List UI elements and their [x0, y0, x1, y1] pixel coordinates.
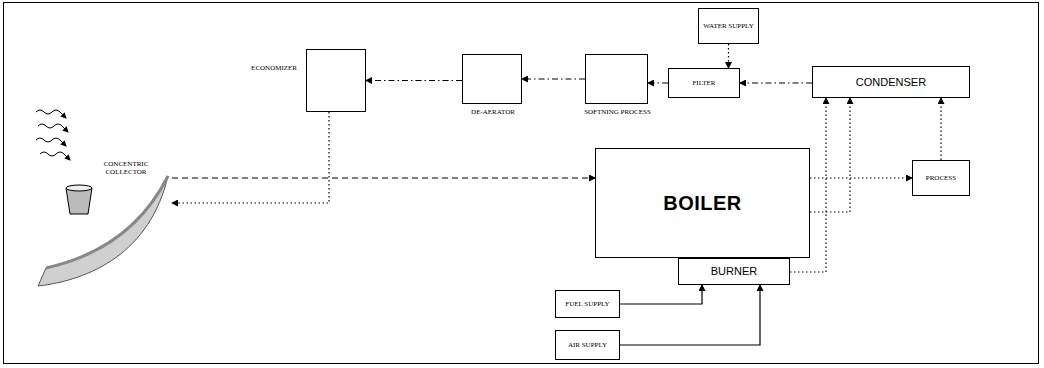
supply-box: AIR SUPPLY — [555, 330, 620, 360]
flow-connector — [810, 177, 912, 178]
node-label: PROCESS — [926, 174, 956, 182]
boiler-box: BOILER — [595, 148, 810, 258]
flow-connector — [940, 98, 941, 160]
economizer-box: ECONOMIZER — [306, 49, 366, 112]
collector-node: CONCENTRIC COLLECTOR — [30, 158, 172, 293]
flow-connector — [366, 80, 462, 81]
node-label: BOILER — [663, 192, 742, 215]
node-label: WATER SUPPLY — [703, 22, 753, 30]
node-label: CONCENTRIC COLLECTOR — [100, 160, 152, 176]
deaerator-box: DE-AERATOR — [462, 54, 522, 104]
flow-connector — [728, 44, 729, 68]
node-label: AIR SUPPLY — [568, 341, 607, 349]
node-label: FUEL SUPPLY — [565, 300, 609, 308]
softening-box: SOFTNING PROCESS — [585, 54, 648, 104]
filter-box: FILTER — [668, 68, 740, 98]
flow-connector — [172, 112, 329, 203]
supply-box: WATER SUPPLY — [698, 8, 759, 44]
flow-connector — [172, 177, 595, 178]
flow-connector — [620, 285, 702, 304]
flow-connector — [810, 98, 850, 212]
flow-connector — [648, 82, 668, 83]
burner-box: BURNER — [678, 258, 790, 285]
node-label: FILTER — [692, 79, 715, 87]
node-label: DE-AERATOR — [457, 108, 529, 116]
collector-dish — [30, 158, 172, 293]
node-label: BURNER — [711, 265, 757, 278]
condenser-box: CONDENSER — [812, 66, 970, 98]
flow-connector — [522, 78, 585, 79]
supply-box: FUEL SUPPLY — [555, 290, 620, 318]
node-label: ECONOMIZER — [251, 64, 297, 72]
flow-connector — [740, 82, 812, 83]
process-box: PROCESS — [912, 160, 970, 196]
node-label: SOFTNING PROCESS — [580, 108, 655, 116]
flow-connector — [620, 285, 760, 345]
node-label: CONDENSER — [856, 76, 926, 89]
